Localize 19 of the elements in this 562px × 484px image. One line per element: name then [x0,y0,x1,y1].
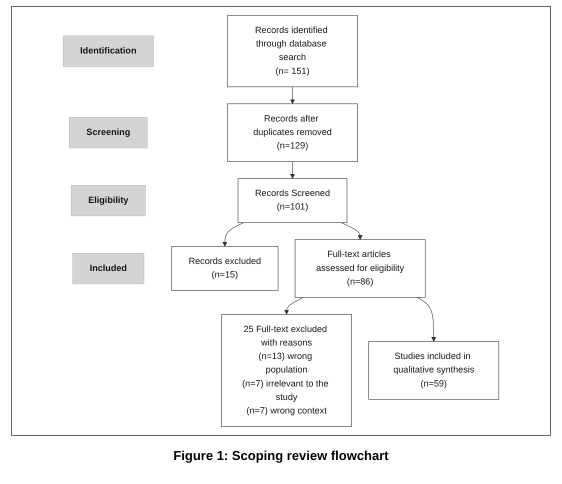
arrow [341,222,363,240]
node-box [221,314,352,427]
arrow [284,297,304,315]
node-box [368,341,500,400]
node-box [72,252,144,284]
figure-caption: Figure 1: Scoping review flowchart [172,448,390,463]
node-box [171,246,278,291]
node-box [227,104,358,162]
node-box [62,36,154,67]
arrow [290,86,295,104]
node-box [70,185,146,216]
arrow [222,222,244,247]
figure-frame: Identification Screening Eligibility Included Records identified through database search (n= 151) Records after duplicates removed (n=129) Records Screened (n=101) Records excluded (n=15) Full-text articles assessed for eligibility (n=86) 25 Full-text excluded with reasons (n=13) wrong population (n=7) irrelevant to the study (n=7) wrong context Studies included in qualitative synthesis (n=59) [11,6,551,436]
arrow [416,297,436,342]
node-box [69,117,148,148]
node-box [294,239,426,298]
arrow [290,161,295,179]
node-box [227,15,358,88]
node-box [238,178,348,223]
